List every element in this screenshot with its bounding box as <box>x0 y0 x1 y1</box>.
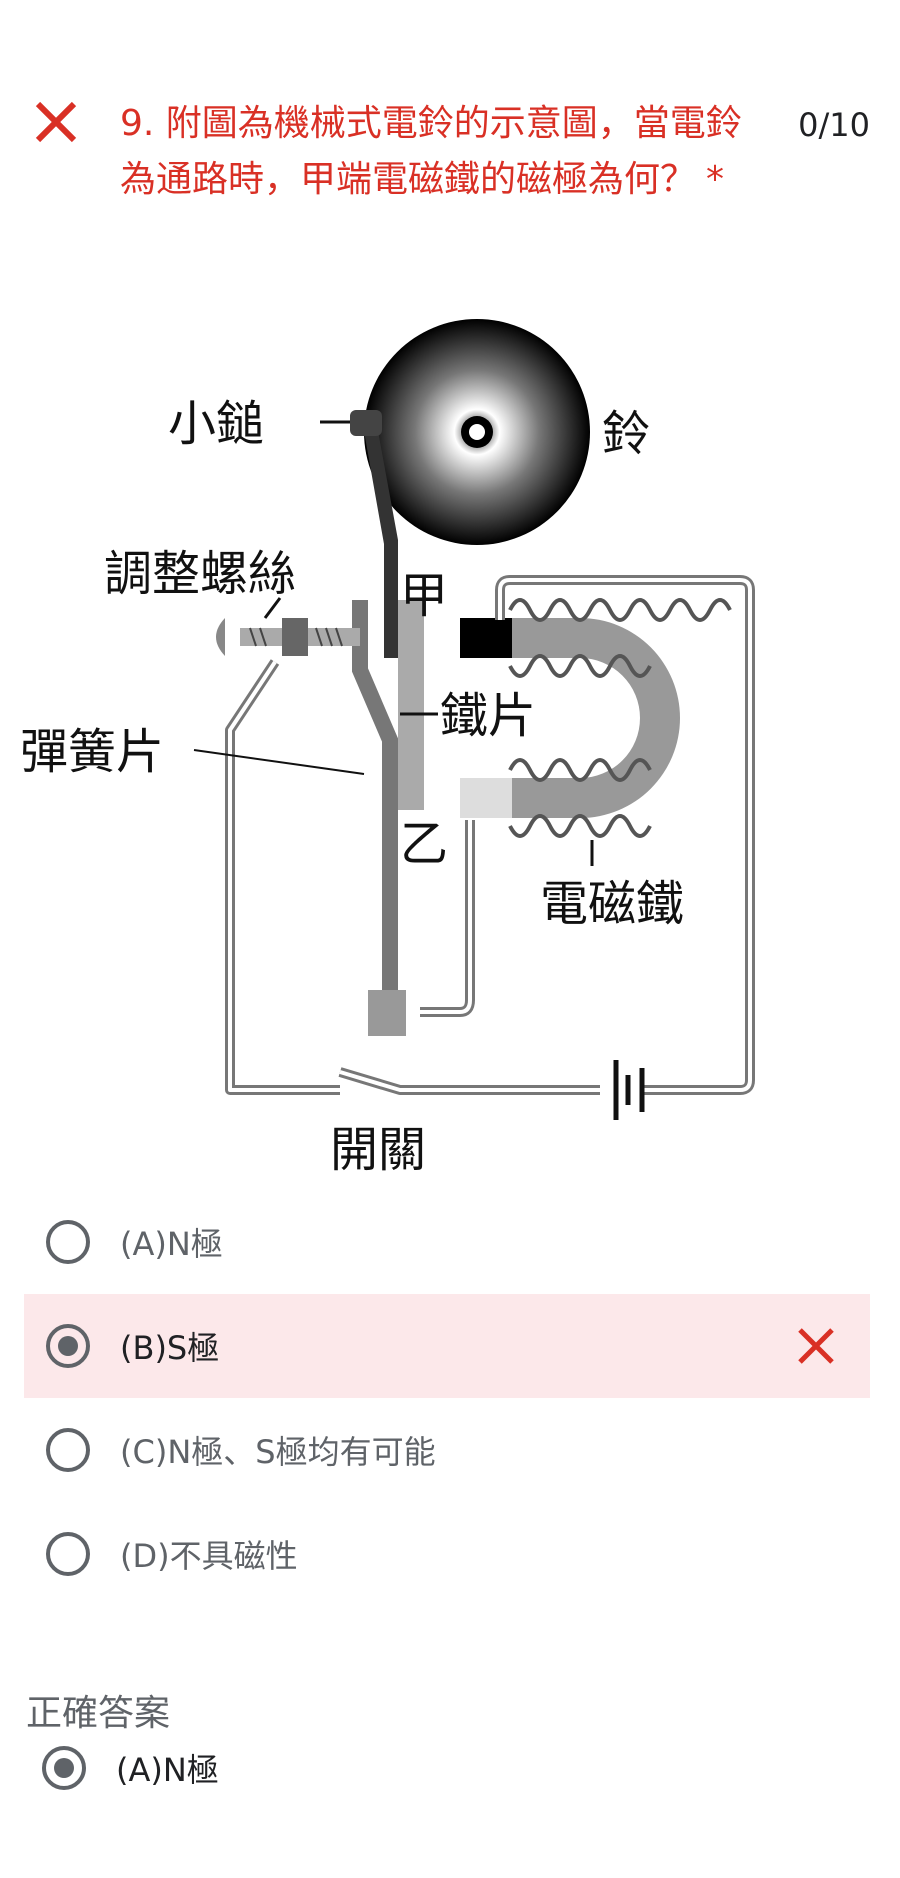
close-icon <box>35 101 77 143</box>
battery <box>613 1060 645 1120</box>
hammer-head <box>350 410 382 436</box>
option-b[interactable]: (B)S極 <box>24 1294 870 1398</box>
radio-unchecked-icon[interactable] <box>46 1532 90 1576</box>
label-magnet: 電磁鐵 <box>540 876 684 932</box>
question-score: 0/10 <box>798 106 870 144</box>
label-hammer: 小鎚 <box>168 396 264 452</box>
label-bell: 鈴 <box>602 406 650 462</box>
correct-answer-option: (A)N極 <box>20 1716 866 1820</box>
pole-jia <box>460 618 512 658</box>
spring-base <box>368 990 406 1036</box>
question-text: 9. 附圖為機械式電鈴的示意圖，當電鈴為通路時，甲端電磁鐵的磁極為何？* <box>120 103 742 200</box>
radio-unchecked-icon[interactable] <box>46 1428 90 1472</box>
pole-yi <box>460 778 512 818</box>
option-label: (D)不具磁性 <box>120 1537 298 1575</box>
option-label: (A)N極 <box>120 1225 223 1263</box>
correct-answer-label: (A)N極 <box>116 1751 219 1789</box>
close-icon <box>798 1328 834 1364</box>
radio-checked-icon <box>42 1746 86 1790</box>
radio-checked-icon[interactable] <box>46 1324 90 1368</box>
required-asterisk: * <box>706 159 725 200</box>
question-header: 9. 附圖為機械式電鈴的示意圖，當電鈴為通路時，甲端電磁鐵的磁極為何？* 0/1… <box>0 40 900 260</box>
hammer-arm <box>362 420 398 658</box>
label-screw: 調整螺絲 <box>104 546 296 602</box>
label-yi: 乙 <box>400 816 448 872</box>
electric-bell-diagram: 小鎚 鈴 調整螺絲 甲 鐵片 彈簧片 乙 電磁鐵 開關 <box>20 319 755 1178</box>
option-d[interactable]: (D)不具磁性 <box>24 1502 870 1606</box>
option-c[interactable]: (C)N極、S極均有可能 <box>24 1398 870 1502</box>
radio-unchecked-icon[interactable] <box>46 1220 90 1264</box>
magnet-core <box>510 618 680 818</box>
option-a[interactable]: (A)N極 <box>24 1190 870 1294</box>
label-iron: 鐵片 <box>440 688 536 744</box>
option-label: (B)S極 <box>120 1329 220 1367</box>
iron-plate <box>398 600 424 810</box>
label-jia: 甲 <box>400 568 448 624</box>
label-switch: 開關 <box>330 1122 426 1178</box>
spring-plate <box>352 600 398 1000</box>
option-label: (C)N極、S極均有可能 <box>120 1433 436 1471</box>
label-spring: 彈簧片 <box>20 724 164 780</box>
correct-answer-title: 正確答案 <box>26 1693 171 1734</box>
